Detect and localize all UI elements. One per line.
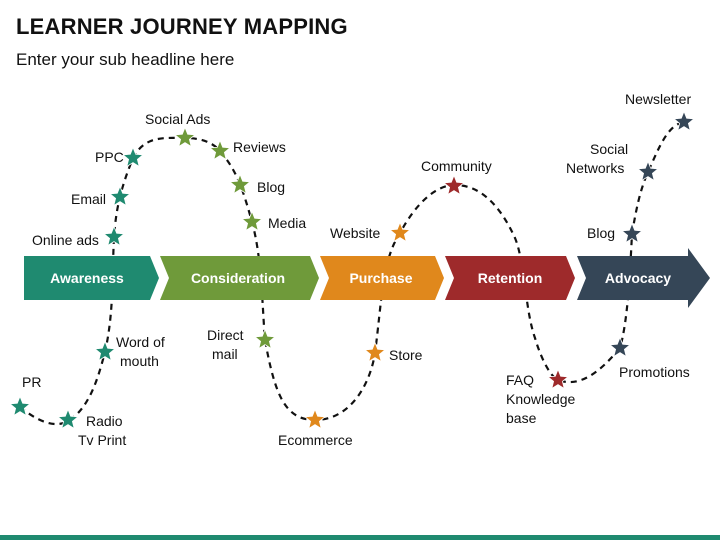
stage-awareness: Awareness	[24, 256, 159, 300]
label-media: Media	[268, 215, 306, 231]
stage-purchase-arrow	[320, 256, 444, 300]
label-website: Website	[330, 225, 381, 241]
label-ppc: PPC	[95, 149, 124, 165]
stage-consideration-label: Consideration	[191, 270, 285, 286]
star-icon	[8, 395, 32, 417]
journey-path	[19, 120, 685, 426]
stage-advocacy-arrow	[577, 248, 710, 308]
star-icon	[303, 408, 327, 430]
label-social-ads: Social Ads	[145, 111, 210, 127]
star-icon	[253, 328, 277, 350]
label-ecommerce: Ecommerce	[278, 432, 353, 448]
star-icon	[228, 173, 252, 195]
star-icon	[388, 221, 412, 243]
star-icon	[56, 408, 80, 430]
star-icon	[442, 174, 466, 196]
label-promotions: Promotions	[619, 364, 690, 380]
label-online-ads: Online ads	[32, 232, 99, 248]
stage-awareness-label: Awareness	[50, 270, 124, 286]
stage-consideration: Consideration	[160, 256, 319, 300]
page-title: LEARNER JOURNEY MAPPING	[16, 14, 348, 39]
star-icon	[363, 341, 387, 363]
label-blog-consideration: Blog	[257, 179, 285, 195]
stage-awareness-arrow	[24, 256, 159, 300]
star-icon	[108, 185, 132, 207]
stage-advocacy: Advocacy	[577, 248, 710, 308]
stage-purchase: Purchase	[320, 256, 444, 300]
star-icon	[208, 139, 232, 161]
touchpoint-stars	[8, 110, 696, 430]
stage-consideration-arrow	[160, 256, 319, 300]
star-icon	[620, 222, 644, 244]
page-subtitle: Enter your sub headline here	[16, 50, 235, 69]
stage-retention: Retention	[445, 256, 575, 300]
stage-retention-arrow	[445, 256, 575, 300]
star-icon	[608, 336, 632, 358]
stage-advocacy-label: Advocacy	[605, 270, 671, 286]
star-icon	[93, 340, 117, 362]
label-community: Community	[421, 158, 492, 174]
stage-retention-label: Retention	[478, 270, 543, 286]
bottom-accent-bar	[0, 535, 720, 540]
star-icon	[102, 225, 126, 247]
star-icon	[636, 160, 660, 182]
star-icon	[240, 210, 264, 232]
label-blog-advocacy: Blog	[587, 225, 615, 241]
label-store: Store	[389, 347, 423, 363]
label-pr: PR	[22, 374, 41, 390]
label-email: Email	[71, 191, 106, 207]
star-icon	[121, 146, 145, 168]
label-reviews: Reviews	[233, 139, 286, 155]
stage-purchase-label: Purchase	[349, 270, 412, 286]
star-icon	[173, 126, 197, 148]
label-newsletter: Newsletter	[625, 91, 691, 107]
star-icon	[546, 368, 570, 390]
star-icon	[672, 110, 696, 132]
